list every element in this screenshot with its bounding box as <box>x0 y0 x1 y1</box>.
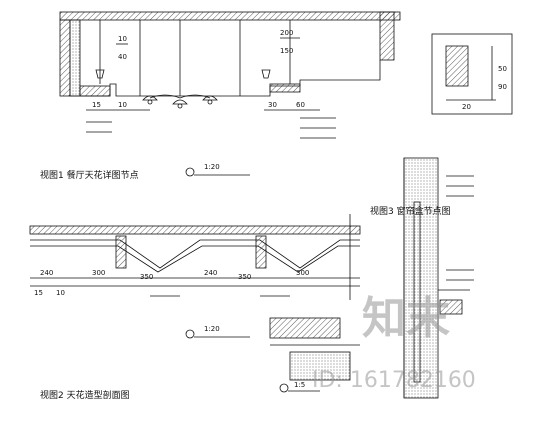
left-wall <box>59 19 71 97</box>
dim-label: 15 <box>34 289 43 297</box>
caption-view-1: 视图1 餐厅天花详图节点 <box>40 171 139 181</box>
dim-label: 15 <box>92 101 101 109</box>
scale-view-3: 1:5 <box>294 381 306 389</box>
right-wall <box>379 11 395 61</box>
top-left-detail <box>59 11 401 177</box>
dim-label: 200 <box>280 29 294 37</box>
dim-label: 40 <box>118 53 127 61</box>
dim-label: 50 <box>498 65 507 73</box>
right-detail <box>403 33 513 399</box>
dim-label: 10 <box>56 289 65 297</box>
dim-label: 20 <box>462 103 471 111</box>
scale-view-1: 1:20 <box>204 163 220 171</box>
dim-label: 350 <box>238 273 252 281</box>
dim-label: 300 <box>296 269 310 277</box>
dim-label: 300 <box>92 269 106 277</box>
bottom-small-detail <box>269 317 360 393</box>
caption-view-3: 视图3 窗帘盒节点图 <box>370 207 451 217</box>
dim-label: 90 <box>498 83 507 91</box>
dim-label: 10 <box>118 101 127 109</box>
chandelier <box>142 88 218 109</box>
watermark-brand: 知末 <box>362 293 450 344</box>
dim-label: 150 <box>280 47 294 55</box>
ceiling-slab <box>59 11 401 21</box>
dim-label: 240 <box>40 269 54 277</box>
dim-label: 10 <box>118 35 127 43</box>
slab-2 <box>29 225 361 235</box>
dim-label: 60 <box>296 101 305 109</box>
scale-view-2: 1:20 <box>204 325 220 333</box>
caption-view-2: 视图2 天花造型剖面图 <box>40 391 130 401</box>
watermark-id: ID: 161782160 <box>312 368 476 393</box>
dim-label: 350 <box>140 273 154 281</box>
dim-label: 30 <box>268 101 277 109</box>
bottom-left-detail <box>29 214 361 339</box>
dim-label: 240 <box>204 269 218 277</box>
